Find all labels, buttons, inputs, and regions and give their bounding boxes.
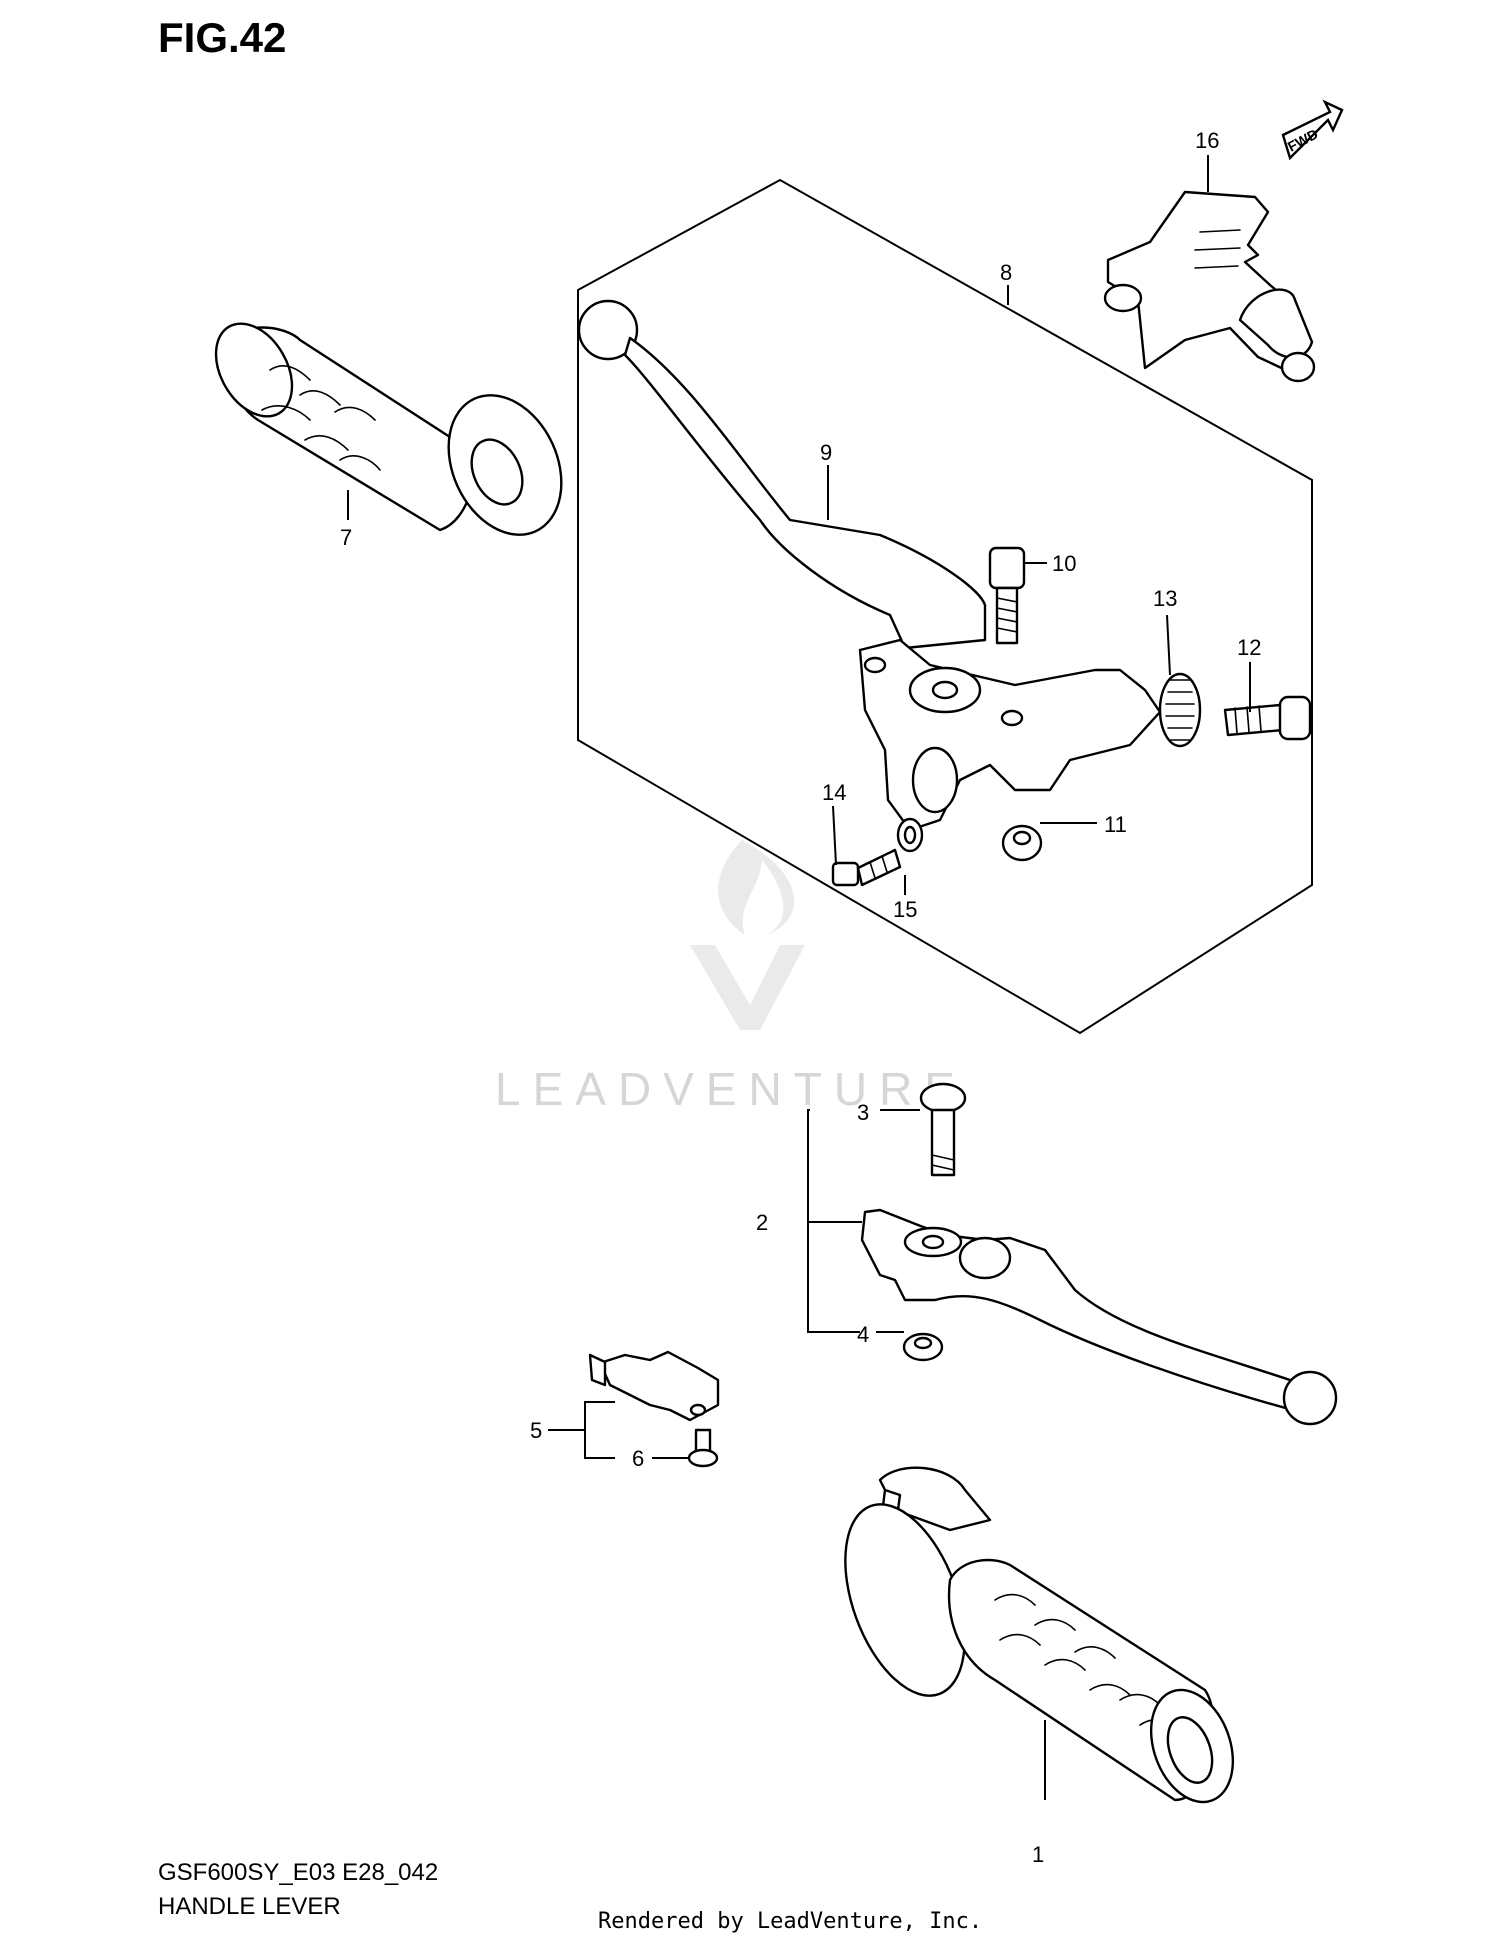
callout-16: 16: [1195, 128, 1219, 153]
nut-part: [1001, 824, 1043, 862]
callout-6: 6: [632, 1446, 644, 1471]
brake-switch-part: [588, 1350, 720, 1422]
fwd-arrow-icon: FWD: [1281, 99, 1344, 161]
callout-14: 14: [822, 780, 846, 805]
throttle-grip-part: [844, 1466, 1235, 1804]
callout-15: 15: [893, 897, 917, 922]
callout-labels: 1 2 3 4 5 6 7 8 9 10 11 12 13 14 15 16: [340, 128, 1261, 1867]
pivot-bolt-part: [988, 546, 1026, 645]
callout-11: 11: [1104, 812, 1127, 837]
figure-name: HANDLE LEVER: [158, 1893, 341, 1920]
callout-5: 5: [530, 1418, 542, 1443]
model-code: GSF600SY_E03 E28_042: [158, 1859, 438, 1886]
left-grip-part: [214, 322, 563, 536]
screw-part: [1223, 695, 1312, 741]
brake-nut-part: [902, 1332, 944, 1362]
brake-pivot-bolt-part: [919, 1082, 967, 1177]
figure-title: FIG.42: [158, 14, 286, 61]
callout-10: 10: [1052, 551, 1076, 576]
callout-3: 3: [857, 1100, 869, 1125]
rendered-by-credit: Rendered by LeadVenture, Inc.: [598, 1909, 982, 1934]
callout-8: 8: [1000, 260, 1012, 285]
switch-screw-part: [687, 1428, 719, 1468]
lever-holder-part: [858, 638, 1162, 832]
washer-part: [896, 817, 924, 853]
callout-1: 1: [1032, 1842, 1044, 1867]
leader-lines: [347, 155, 1251, 1800]
callout-4: 4: [857, 1322, 869, 1347]
watermark-text: LEADVENTURE: [495, 1063, 967, 1115]
kit-outline: [577, 178, 1313, 1035]
lever-guard-part: [1103, 190, 1316, 383]
callout-13: 13: [1153, 586, 1177, 611]
adjuster-wheel-part: [1158, 672, 1202, 748]
callout-9: 9: [820, 440, 832, 465]
watermark-logo: [690, 840, 805, 1030]
callout-2: 2: [756, 1210, 768, 1235]
callout-12: 12: [1237, 635, 1261, 660]
brake-lever-part: [860, 1208, 1338, 1426]
callout-7: 7: [340, 525, 352, 550]
bolt-part: [831, 848, 902, 887]
clutch-lever-part: [577, 299, 987, 650]
